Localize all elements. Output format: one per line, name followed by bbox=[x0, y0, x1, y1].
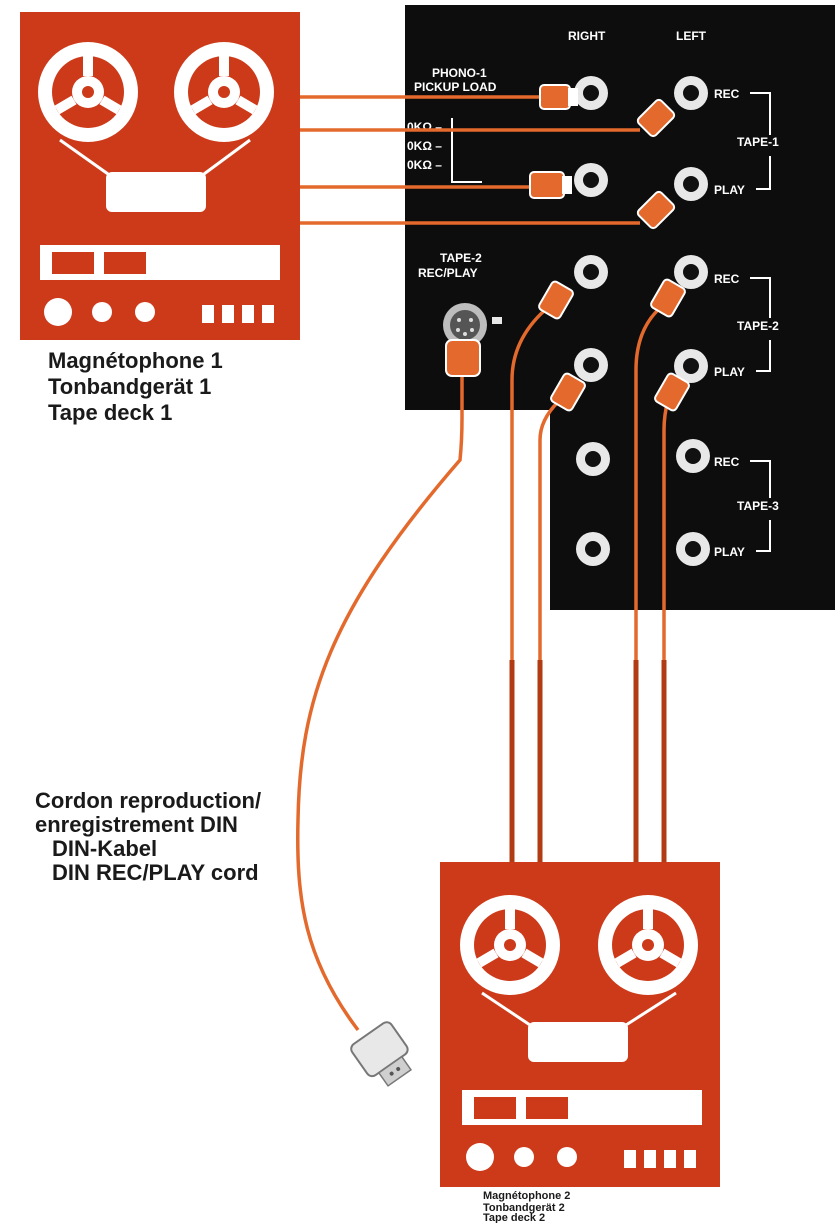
tape-2-din-rec-play-label: REC/PLAY bbox=[418, 266, 478, 280]
cable-deck2-rec-right bbox=[510, 308, 547, 865]
din-socket-tape-2[interactable] bbox=[443, 303, 502, 347]
deck-2-label-en: Tape deck 2 bbox=[483, 1212, 545, 1223]
jack-tape-2-rec-left[interactable] bbox=[674, 255, 708, 289]
tape-3-bracket bbox=[750, 460, 771, 552]
cord-label-fr-1: Cordon reproduction/ bbox=[35, 788, 261, 813]
jack-tape-2-play-left[interactable] bbox=[674, 349, 708, 383]
cable-deck2-play-right bbox=[538, 400, 560, 865]
cable-din-cord bbox=[296, 372, 464, 1032]
cable-deck2-rec-left bbox=[634, 306, 662, 865]
jack-tape-3-rec-right[interactable] bbox=[576, 442, 610, 476]
column-right-label: RIGHT bbox=[568, 29, 606, 43]
cord-label-en: DIN REC/PLAY cord bbox=[52, 860, 259, 885]
tape-2-din-label: TAPE-2 bbox=[440, 251, 482, 265]
knob-icon bbox=[92, 302, 112, 322]
column-left-label: LEFT bbox=[676, 29, 707, 43]
transport-key bbox=[202, 305, 214, 323]
reel-icon bbox=[174, 42, 274, 142]
reel-icon bbox=[38, 42, 138, 142]
tape-deck-1 bbox=[20, 12, 300, 340]
knob-icon bbox=[44, 298, 72, 326]
tape-2-play-label: PLAY bbox=[714, 365, 745, 379]
plug-tape-1-play-right bbox=[529, 171, 572, 199]
tape-1-rec-label: REC bbox=[714, 87, 740, 101]
transport-key bbox=[664, 1150, 676, 1168]
load-selector-bracket bbox=[451, 118, 482, 183]
din-plug-free-end bbox=[350, 1021, 413, 1087]
tape-3-rec-label: REC bbox=[714, 455, 740, 469]
deck-2-label-fr: Magnétophone 2 bbox=[483, 1190, 570, 1202]
tape-3-play-label: PLAY bbox=[714, 545, 745, 559]
jack-tape-2-rec-right[interactable] bbox=[574, 255, 608, 289]
plug-tape-2-play-right bbox=[550, 372, 586, 412]
jack-tape-1-rec-right[interactable] bbox=[574, 76, 608, 110]
jack-tape-3-play-right[interactable] bbox=[576, 532, 610, 566]
jack-tape-1-rec-left[interactable] bbox=[674, 76, 708, 110]
transport-key bbox=[222, 305, 234, 323]
deck-1-label-de: Tonbandgerät 1 bbox=[48, 374, 211, 399]
tape-1-name-label: TAPE-1 bbox=[737, 135, 779, 149]
jack-tape-1-play-right[interactable] bbox=[574, 163, 608, 197]
knob-icon bbox=[466, 1143, 494, 1171]
transport-key bbox=[624, 1150, 636, 1168]
knob-icon bbox=[514, 1147, 534, 1167]
load-option-1: 0KΩ – bbox=[407, 120, 442, 134]
vu-meter-right bbox=[526, 1097, 568, 1119]
vu-meter-left bbox=[52, 252, 94, 274]
tape-2-name-label: TAPE-2 bbox=[737, 319, 779, 333]
tape-deck-2 bbox=[440, 862, 720, 1187]
din-plug-panel-end bbox=[445, 339, 481, 377]
pickup-load-label: PICKUP LOAD bbox=[414, 80, 497, 94]
tape-2-bracket bbox=[750, 277, 771, 372]
load-option-3: 0KΩ – bbox=[407, 158, 442, 172]
cable-sheaths bbox=[509, 660, 667, 865]
tape-head-cover bbox=[106, 172, 206, 212]
transport-key bbox=[644, 1150, 656, 1168]
cord-label-de: DIN-Kabel bbox=[52, 836, 157, 861]
jack-tape-1-play-left[interactable] bbox=[674, 167, 708, 201]
tape-1-play-label: PLAY bbox=[714, 183, 745, 197]
cables bbox=[296, 95, 670, 1032]
transport-key bbox=[262, 305, 274, 323]
plug-tape-1-rec-right bbox=[539, 84, 578, 110]
vu-meter-right bbox=[104, 252, 146, 274]
plug-tape-2-play-left bbox=[654, 372, 690, 412]
tape-3-name-label: TAPE-3 bbox=[737, 499, 779, 513]
transport-key bbox=[242, 305, 254, 323]
tape-1-bracket bbox=[750, 92, 771, 190]
jack-tape-3-play-left[interactable] bbox=[676, 532, 710, 566]
knob-icon bbox=[135, 302, 155, 322]
rear-panel: RIGHT LEFT PHONO-1 PICKUP LOAD 0KΩ – 0KΩ… bbox=[405, 5, 835, 610]
deck-2-label-de: Tonbandgerät 2 bbox=[483, 1202, 565, 1214]
tape-2-rec-label: REC bbox=[714, 272, 740, 286]
phono-1-label: PHONO-1 bbox=[432, 66, 487, 80]
deck-1-label-fr: Magnétophone 1 bbox=[48, 348, 223, 373]
transport-key bbox=[684, 1150, 696, 1168]
deck-1-label-en: Tape deck 1 bbox=[48, 400, 172, 425]
tape-head-cover bbox=[528, 1022, 628, 1062]
knob-icon bbox=[557, 1147, 577, 1167]
plug-tape-2-rec-left bbox=[650, 278, 686, 318]
reel-icon bbox=[460, 895, 560, 995]
reel-icon bbox=[598, 895, 698, 995]
jack-tape-2-play-right[interactable] bbox=[574, 348, 608, 382]
plug-tape-1-rec-left bbox=[636, 98, 676, 138]
vu-meter-left bbox=[474, 1097, 516, 1119]
jack-tape-3-rec-left[interactable] bbox=[676, 439, 710, 473]
plug-tape-2-rec-right bbox=[538, 280, 574, 320]
plug-tape-1-play-left bbox=[636, 190, 676, 230]
cord-label-fr-2: enregistrement DIN bbox=[35, 812, 238, 837]
load-option-2: 0KΩ – bbox=[407, 139, 442, 153]
